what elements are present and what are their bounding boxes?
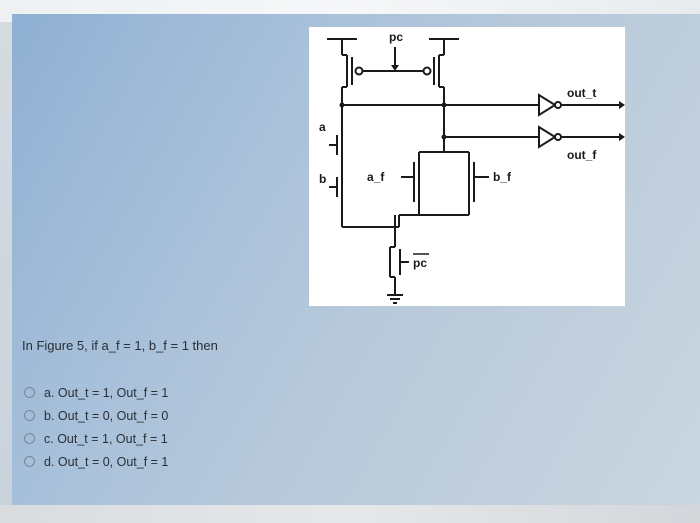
option-c[interactable]: c. Out_t = 1, Out_f = 1	[24, 428, 168, 449]
out-t-label: out_t	[567, 86, 596, 100]
option-b[interactable]: b. Out_t = 0, Out_f = 0	[24, 405, 168, 426]
a-f-label: a_f	[367, 170, 385, 184]
pc-bottom-label: pc	[413, 256, 427, 270]
radio-button-icon[interactable]	[24, 387, 35, 398]
out-f-label: out_f	[567, 148, 597, 162]
option-a-label: a. Out_t = 1, Out_f = 1	[44, 385, 169, 400]
b-f-label: b_f	[493, 170, 512, 184]
answer-options: a. Out_t = 1, Out_f = 1 b. Out_t = 0, Ou…	[24, 382, 168, 474]
circuit-figure: pc a b a_f b_f pc out_t out_f	[309, 27, 625, 306]
option-d[interactable]: d. Out_t = 0, Out_f = 1	[24, 451, 168, 472]
b-label: b	[319, 172, 326, 186]
option-b-label: b. Out_t = 0, Out_f = 0	[44, 408, 169, 423]
bottom-strip	[0, 505, 700, 523]
option-a[interactable]: a. Out_t = 1, Out_f = 1	[24, 382, 168, 403]
option-d-label: d. Out_t = 0, Out_f = 1	[44, 454, 169, 469]
a-label: a	[319, 120, 326, 134]
radio-button-icon[interactable]	[24, 410, 35, 421]
question-text: In Figure 5, if a_f = 1, b_f = 1 then	[22, 338, 218, 353]
circuit-diagram: pc a b a_f b_f pc out_t out_f	[319, 30, 625, 304]
radio-button-icon[interactable]	[24, 456, 35, 467]
option-c-label: c. Out_t = 1, Out_f = 1	[44, 431, 168, 446]
pc-top-label: pc	[389, 30, 403, 44]
radio-button-icon[interactable]	[24, 433, 35, 444]
